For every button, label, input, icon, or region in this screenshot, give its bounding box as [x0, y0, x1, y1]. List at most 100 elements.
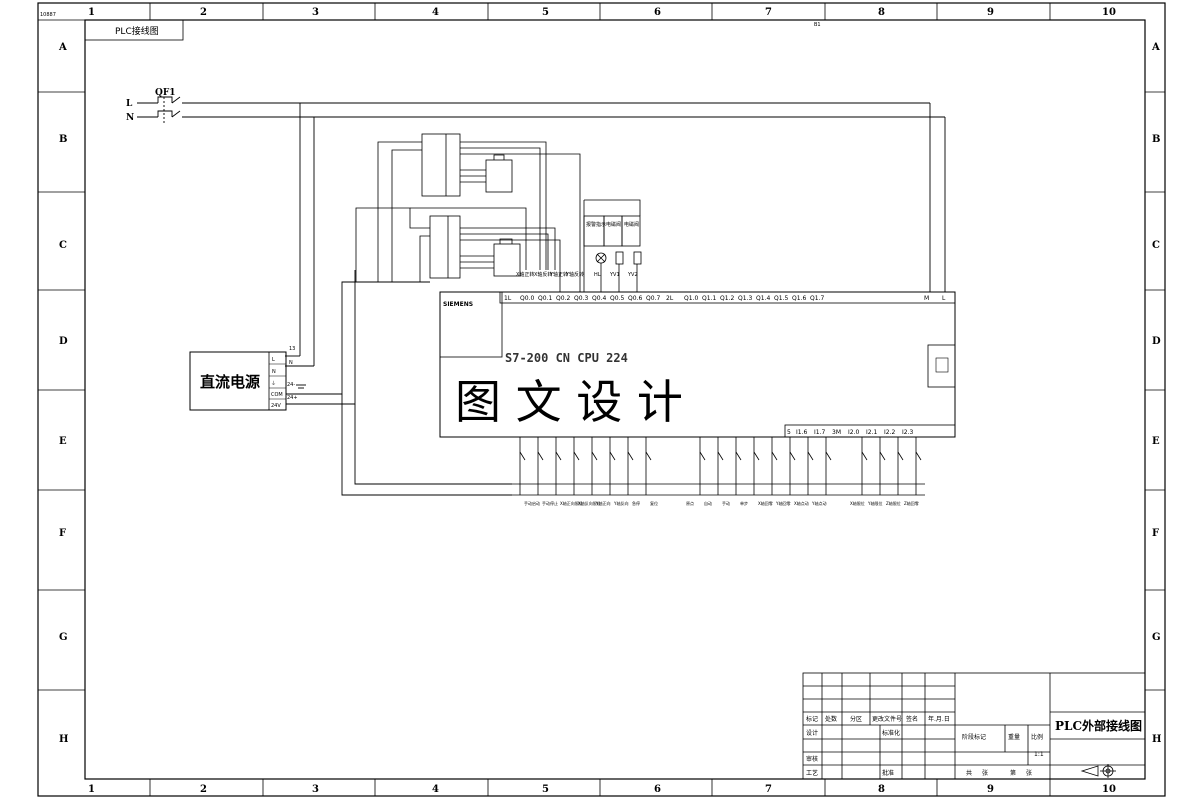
- breaker-label: QF1: [155, 88, 176, 98]
- input-switch-wiring: [512, 437, 925, 496]
- output-label: 报警指示: [586, 221, 606, 228]
- plc-terminal: Q1.5: [774, 295, 788, 302]
- row-label: E: [59, 436, 67, 447]
- wire-number-24+: 24+: [287, 395, 298, 401]
- row-label: H: [1152, 734, 1161, 745]
- col-label: 2: [200, 7, 207, 18]
- row-label: C: [1152, 240, 1160, 251]
- tb-extra: 批准: [882, 769, 894, 777]
- input-label: Y轴点动: [811, 500, 826, 506]
- plc-terminal: Q0.7: [646, 295, 660, 302]
- psu-terminal-n: N: [272, 369, 276, 375]
- tb-role: 设计: [806, 729, 818, 737]
- col-label: 6: [654, 784, 661, 795]
- wire-number-13: 13: [289, 346, 295, 352]
- row-label: G: [1152, 632, 1161, 643]
- tb-header: 更改文件号: [872, 715, 902, 723]
- plc-top-terminals: 1L Q0.0 Q0.1 Q0.2 Q0.3 Q0.4 Q0.5 Q0.6 Q0…: [504, 295, 946, 302]
- device-yv1: YV1: [609, 272, 620, 278]
- tb-header: 年.月.日: [928, 715, 950, 723]
- plc-bottom-terminals: 5 I1.6 I1.7 3M I2.0 I2.1 I2.2 I2.3: [787, 429, 913, 436]
- input-label: Y轴反向: [613, 500, 628, 506]
- plc-bottom-terminal-strip: [784, 424, 956, 438]
- stepper-driver-y: [355, 207, 561, 292]
- plc-terminal: I2.3: [902, 429, 913, 436]
- plc-terminal: Q0.0: [520, 295, 534, 302]
- row-label: A: [1151, 42, 1160, 53]
- mains-wires: [182, 102, 946, 367]
- psu-terminal-24v: 24V: [271, 403, 281, 409]
- row-labels-left: A B C D E F G H: [58, 42, 68, 745]
- plc-terminal: I2.2: [884, 429, 895, 436]
- row-label: D: [59, 336, 68, 347]
- input-label: Y轴回零: [775, 500, 790, 506]
- input-label: 急停: [632, 500, 640, 506]
- col-label: 3: [312, 784, 319, 795]
- solenoid-yv1: [615, 251, 624, 265]
- row-labels-right: A B C D E F G H: [1151, 42, 1161, 745]
- col-label: 6: [654, 7, 661, 18]
- tb-header: 处数: [825, 715, 837, 723]
- top-zone-band: [38, 3, 1145, 21]
- tb-stage: 比例: [1031, 733, 1043, 741]
- col-label: 9: [987, 7, 994, 18]
- plc-brand: SIEMENS: [443, 301, 473, 308]
- wire-number-24-: 24-: [287, 382, 295, 388]
- watermark: 图 文 设 计: [455, 375, 683, 429]
- tb-header: 分区: [850, 715, 862, 723]
- plc-terminal: I1.6: [796, 429, 807, 436]
- row-label: C: [59, 240, 67, 251]
- col-label: 7: [765, 7, 772, 18]
- top-tab-label: PLC接线图: [115, 25, 159, 37]
- plc-terminal: Q0.1: [538, 295, 552, 302]
- output-label: X轴反转: [534, 271, 552, 278]
- input-label: Y轴限位: [867, 500, 882, 506]
- device-hl: HL: [594, 272, 601, 278]
- psu-terminal-ground: ⏚: [271, 380, 276, 387]
- input-label: X轴点动: [794, 500, 809, 506]
- row-label: F: [59, 528, 66, 539]
- plc-terminal: Q0.3: [574, 295, 588, 302]
- tb-sheet: 张: [1026, 769, 1032, 777]
- input-label: Y轴正向: [595, 500, 610, 506]
- plc-left-module: [439, 291, 503, 358]
- breaker-qf1: [137, 96, 181, 124]
- plc-terminal: I2.0: [848, 429, 859, 436]
- input-label: X轴回零: [758, 500, 773, 506]
- tb-stage: 阶段标记: [962, 733, 986, 741]
- tb-sheet: 共: [966, 769, 972, 777]
- output-label: 电磁阀: [606, 221, 621, 228]
- row-label: H: [59, 734, 68, 745]
- plc-terminal: Q1.3: [738, 295, 752, 302]
- input-label: 手动停止: [542, 500, 558, 506]
- col-label: 5: [542, 7, 549, 18]
- dc-power-supply: [189, 351, 287, 411]
- plc-top-terminal-strip: [499, 291, 956, 304]
- input-label: 原点: [686, 500, 694, 506]
- tb-role: 审核: [806, 755, 818, 763]
- plc-terminal: L: [942, 295, 946, 302]
- input-label: Z轴回零: [904, 500, 919, 506]
- output-label: X轴正转: [516, 271, 534, 278]
- output-devices: [583, 199, 642, 292]
- stepper-driver-x: [377, 133, 581, 292]
- tb-header: 签名: [906, 715, 918, 723]
- tb-header: 标记: [806, 715, 818, 723]
- tb-scale: 1:1: [1034, 751, 1044, 758]
- title-block: [802, 672, 1146, 780]
- input-labels: 手动启动 手动停止 X轴正向限位 X轴反向限位 Y轴正向 Y轴反向 急停 复位 …: [524, 500, 919, 506]
- plc-terminal: Q1.2: [720, 295, 734, 302]
- col-label: 4: [432, 7, 439, 18]
- plc-terminal: Q1.1: [702, 295, 716, 302]
- col-label: 5: [542, 784, 549, 795]
- row-label: B: [1152, 134, 1160, 145]
- psu-terminal-com: COM: [271, 392, 283, 398]
- tb-sheet: 第: [1010, 769, 1016, 777]
- plc-terminal: Q0.2: [556, 295, 570, 302]
- row-label: B: [59, 134, 67, 145]
- title-block-labels: 标记 处数 分区 更改文件号 签名 年.月.日 设计 审核 工艺 标准化 批准 …: [806, 715, 1044, 777]
- plc-terminal: Q1.0: [684, 295, 698, 302]
- col-label: 8: [878, 784, 885, 795]
- col-label: 8: [878, 7, 885, 18]
- wire-number-n: N: [289, 360, 293, 366]
